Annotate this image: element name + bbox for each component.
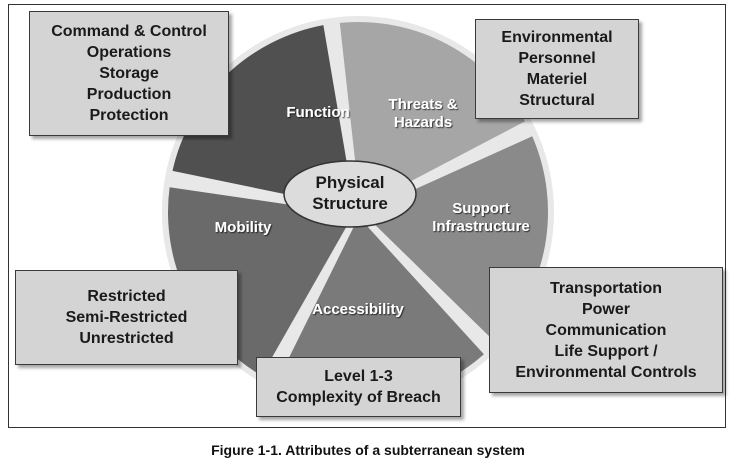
mobility-attribute-line: Semi-Restricted bbox=[65, 309, 188, 326]
center-ellipse bbox=[283, 160, 417, 228]
threats-attribute-line: Structural bbox=[519, 92, 595, 109]
threats-attribute-line: Environmental bbox=[501, 29, 613, 46]
segment-label: Accessibility bbox=[312, 301, 404, 318]
threats-attribute-line: Personnel bbox=[518, 50, 596, 67]
threats-attribute-line: Materiel bbox=[526, 71, 588, 88]
accessibility-attribute-line: Level 1-3 bbox=[324, 368, 393, 385]
support-attribute-line: Life Support / bbox=[554, 342, 658, 360]
support-attribute-line: Power bbox=[581, 300, 630, 318]
segment-label: Threats &Hazards bbox=[388, 96, 457, 131]
segment-label: Mobility bbox=[215, 219, 272, 236]
support-attribute-line: Communication bbox=[545, 321, 667, 339]
function-attribute-line: Operations bbox=[86, 44, 172, 61]
support-attribute-line: Environmental Controls bbox=[515, 363, 697, 381]
function-attribute-line: Storage bbox=[99, 65, 159, 82]
mobility-attribute-line: Restricted bbox=[87, 288, 166, 305]
wheel-segment bbox=[172, 25, 354, 207]
function-attribute-line: Production bbox=[86, 86, 172, 103]
segment-label: Function bbox=[286, 104, 349, 121]
accessibility-attribute-line: Complexity of Breach bbox=[276, 389, 441, 406]
function-attribute-line: Protection bbox=[89, 107, 169, 124]
support-attribute-line: Transportation bbox=[549, 279, 662, 297]
mobility-attribute-line: Unrestricted bbox=[79, 330, 174, 347]
function-attribute-line: Command & Control bbox=[51, 23, 207, 40]
figure-caption: Figure 1-1. Attributes of a subterranean… bbox=[211, 442, 525, 458]
